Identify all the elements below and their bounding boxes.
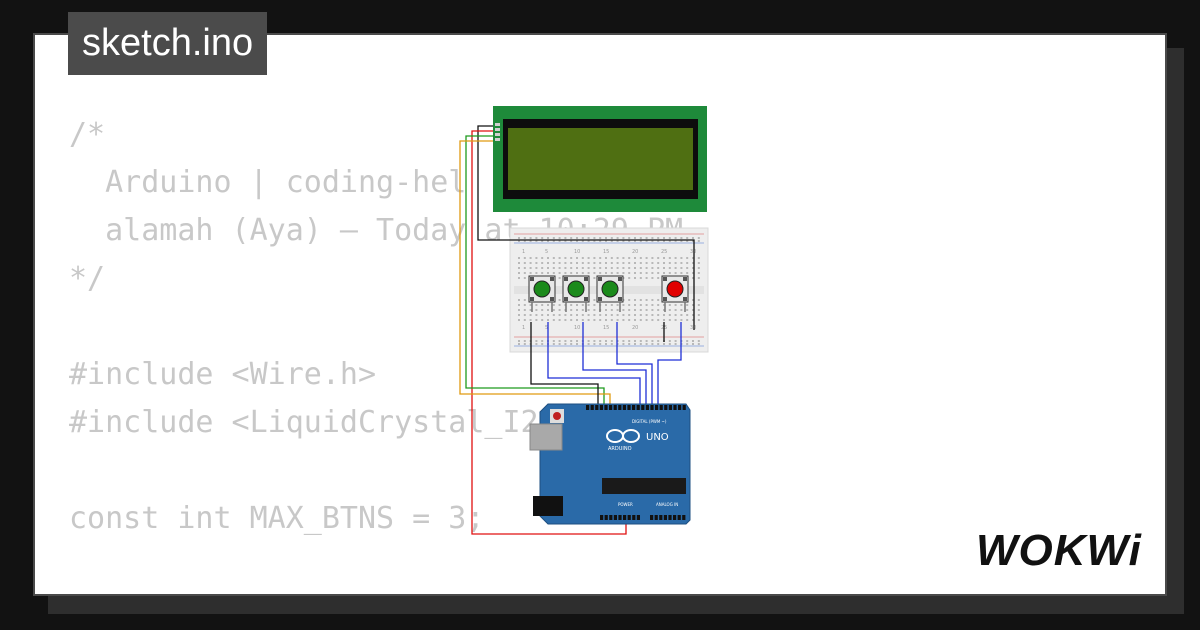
- pushbutton[interactable]: [661, 275, 689, 312]
- code-line: #include <Wire.h>: [69, 357, 377, 392]
- code-line: #include <LiquidCrystal_I2C: [69, 405, 557, 440]
- wokwi-logo[interactable]: WOKWi: [976, 526, 1142, 575]
- breadboard-column-number: 20: [632, 249, 638, 255]
- lcd-screen: [508, 128, 693, 190]
- breadboard-column-number: 1: [522, 325, 525, 331]
- breadboard-column-number: 20: [632, 325, 638, 331]
- breadboard-column-number: 15: [603, 325, 609, 331]
- arduino-logo-icon: [606, 429, 640, 443]
- breadboard-column-number: 5: [545, 325, 548, 331]
- wire-lcd-vcc: [471, 130, 627, 535]
- board-model: UNO: [646, 432, 669, 443]
- breadboard-column-number: 30: [690, 249, 696, 255]
- wire-gnd-buttons: [530, 322, 599, 406]
- board-brand: ARDUINO: [608, 446, 632, 452]
- breadboard-column-number: 5: [545, 249, 548, 255]
- code-line: /*: [69, 117, 106, 152]
- wire-btn4: [657, 322, 682, 406]
- breadboard-column-number: 25: [661, 249, 667, 255]
- usb-port: [529, 423, 563, 451]
- wire-lcd-scl: [459, 140, 611, 406]
- breadboard-column-number: 10: [574, 325, 580, 331]
- breadboard-column-number: 10: [574, 249, 580, 255]
- wires: [459, 125, 695, 535]
- wire-btn2: [582, 322, 647, 406]
- pushbutton[interactable]: [562, 275, 590, 312]
- file-tab[interactable]: sketch.ino: [68, 12, 268, 75]
- wire-btn1: [547, 322, 641, 406]
- code-line: const int MAX_BTNS = 3;: [69, 501, 485, 536]
- code-preview: /* Arduino | coding-hel alamah (Aya) — T…: [69, 111, 683, 594]
- lcd-display: [493, 106, 707, 212]
- wire-btn3: [616, 322, 653, 406]
- digital-label: DIGITAL (PWM ~): [632, 419, 667, 424]
- analog-label: ANALOG IN: [656, 502, 678, 507]
- breadboard-column-number: 30: [690, 325, 696, 331]
- pushbutton[interactable]: [528, 275, 556, 312]
- arduino-uno: UNO ARDUINO DIGITAL (PWM ~) POWER ANALOG…: [529, 403, 691, 525]
- wire-lcd-gnd: [477, 125, 695, 330]
- code-line: */: [69, 261, 106, 296]
- atmega-chip: [602, 478, 686, 494]
- power-jack: [533, 496, 563, 516]
- pushbuttons: [528, 275, 689, 312]
- power-label: POWER: [618, 502, 633, 507]
- breadboard-column-number: 15: [603, 249, 609, 255]
- code-line: Arduino | coding-hel: [69, 165, 467, 200]
- pushbutton[interactable]: [596, 275, 624, 312]
- breadboard-column-number: 1: [522, 249, 525, 255]
